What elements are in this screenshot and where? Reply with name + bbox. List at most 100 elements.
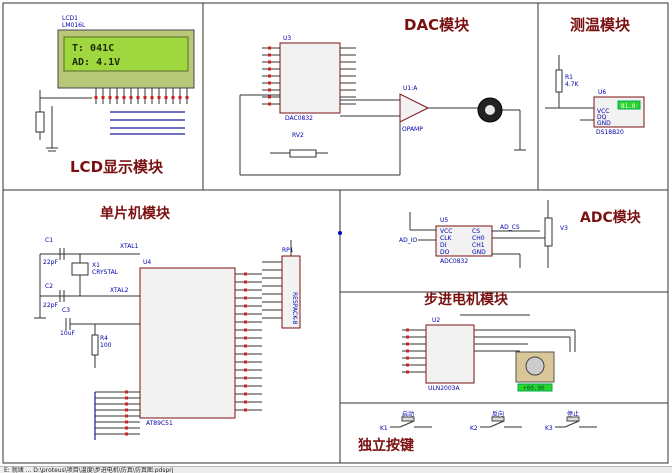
uln-pin-marker <box>406 356 409 360</box>
lcd-contrast-pot[interactable] <box>35 111 45 133</box>
lcd-pin-marker <box>185 96 189 99</box>
key-ref: K3 <box>545 425 553 432</box>
key-button-3[interactable] <box>566 416 580 422</box>
lcd-pin-marker <box>143 96 147 99</box>
key-button-1[interactable] <box>401 416 415 422</box>
uln-pin-marker <box>406 370 409 374</box>
lcd-pin-marker <box>150 96 154 99</box>
mcu-chip[interactable] <box>139 267 236 419</box>
junction <box>338 231 342 235</box>
dac-pin-marker <box>268 102 271 106</box>
adc-chip[interactable] <box>435 225 493 257</box>
uln-pins <box>402 328 426 374</box>
r1-ref: R1 <box>565 74 573 81</box>
uln-ref: U2 <box>432 317 440 324</box>
adc-pin: DI <box>440 242 447 249</box>
lcd-pin-marker <box>178 96 182 99</box>
key-label: 反向 <box>492 410 504 418</box>
temp-sensor-ref: U6 <box>598 89 606 96</box>
uln-pin-marker <box>406 335 409 339</box>
key-contact <box>489 420 505 428</box>
stepper-section-title: 步进电机模块 <box>424 291 509 308</box>
lcd-pin-marker <box>115 96 119 99</box>
lcd-screen <box>63 36 189 72</box>
crystal[interactable] <box>71 262 89 276</box>
lcd-pin-marker <box>122 96 126 99</box>
lcd-pin-marker <box>136 96 140 99</box>
c1-value: 22pF <box>43 259 58 266</box>
x1-ref: X1 <box>92 262 100 269</box>
uln-pin-marker <box>406 363 409 367</box>
keys-section-title: 独立按键 <box>358 437 415 454</box>
mcu-pin-marker <box>244 344 247 348</box>
mcu-pin-marker <box>244 336 247 340</box>
key-button-2[interactable] <box>491 416 505 422</box>
adc-cs-net: AD_CS <box>500 224 520 231</box>
adc-module: ADC模块 U5 ADC0832 VCC CLK DI DO CS CH0 CH… <box>338 200 642 268</box>
mcu-pin-marker <box>244 320 247 324</box>
mcu-pin-marker <box>244 328 247 332</box>
adc-io-net: AD_IO <box>399 237 417 244</box>
opamp-symbol[interactable] <box>399 93 430 123</box>
mcu-pin-marker <box>244 368 247 372</box>
temp-module: 测温模块 R1 4.7K U6 81.0 VCC DQ GND DS18B20 <box>545 16 645 136</box>
adc-pin: CH1 <box>472 242 485 249</box>
dac-part: DAC0832 <box>285 115 313 122</box>
p1-pin-marker <box>125 432 128 436</box>
rv2-pot[interactable] <box>289 149 317 158</box>
dac-pin-marker <box>268 46 271 50</box>
lcd-line2: AD: 4.1V <box>72 57 120 68</box>
stepper-rotor <box>525 356 545 376</box>
opamp-ref: U1:A <box>403 85 418 92</box>
lcd-section-title: LCD显示模块 <box>70 158 164 176</box>
r1-value: 4.7K <box>565 81 580 88</box>
mcu-pin-marker <box>244 280 247 284</box>
p1-pin-marker <box>125 420 128 424</box>
stepper-readout-box <box>517 383 553 392</box>
mcu-pin-marker <box>244 400 247 404</box>
r4-ref: R4 <box>100 335 108 342</box>
uln2003-chip[interactable] <box>425 324 475 384</box>
p1-pin-marker <box>125 408 128 412</box>
c3-ref: C3 <box>62 307 70 314</box>
r1-resistor[interactable] <box>555 69 563 93</box>
lcd-pin-marker <box>171 96 175 99</box>
lcd-data-bus <box>110 111 185 135</box>
mcu-pin-marker <box>244 296 247 300</box>
adc-pin: CLK <box>440 235 453 242</box>
opamp-part: OPAMP <box>402 126 423 133</box>
dac-module: DAC模块 U3 DAC0832 U1:A OPAMP RV2 <box>239 16 526 176</box>
adc-part: ADC0832 <box>440 258 468 265</box>
dac-chip[interactable] <box>279 42 341 114</box>
lcd-part: LM016L <box>62 22 86 29</box>
mcu-pin-marker <box>244 408 247 412</box>
pin-gnd: GND <box>597 120 611 127</box>
status-bar: E: 就绪 ... D:\proteus\项目\温度\步进电机\仿真\仿真图.p… <box>0 466 672 473</box>
lcd-pins <box>94 88 189 104</box>
c2-value: 22pF <box>43 302 58 309</box>
mcu-pin-marker <box>244 352 247 356</box>
p1-pin-marker <box>125 390 128 394</box>
mcu-pins <box>95 261 282 436</box>
mcu-section-title: 单片机模块 <box>100 205 171 222</box>
c1-ref: C1 <box>45 237 53 244</box>
uln-pin-marker <box>406 328 409 332</box>
dac-pin-marker <box>268 88 271 92</box>
uln-pin-marker <box>406 349 409 353</box>
pin-dq: DQ <box>597 114 607 121</box>
adc-section-title: ADC模块 <box>580 209 642 226</box>
adc-pin: GND <box>472 249 486 256</box>
v3-pot[interactable] <box>544 217 553 247</box>
temp-section-title: 测温模块 <box>570 16 631 34</box>
lcd-pin-marker <box>129 96 133 99</box>
p1-pin-marker <box>125 402 128 406</box>
r4-resistor[interactable] <box>91 334 99 356</box>
stepper-module: 步进电机模块 U2 ULN2003A +00.00 <box>402 291 576 392</box>
dac-pin-marker <box>268 67 271 71</box>
mcu-pin-marker <box>244 376 247 380</box>
rv2-ref: RV2 <box>292 132 304 139</box>
rp1-value: RESPACK-8 <box>291 292 298 325</box>
c3-value: 10uF <box>60 330 75 337</box>
